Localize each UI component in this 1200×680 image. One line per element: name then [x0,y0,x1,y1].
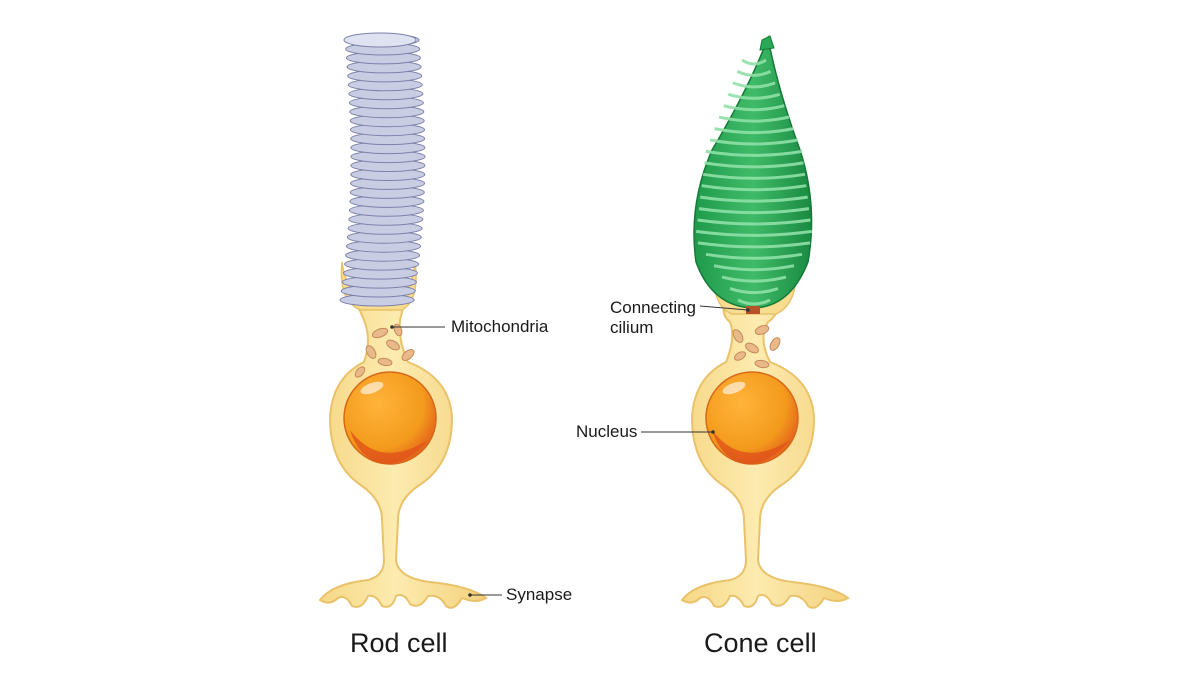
cone-disc [713,264,795,272]
cone-disc [714,127,794,135]
cone-disc [704,161,804,169]
cone-disc [701,184,807,192]
cone-disc [697,241,811,249]
cone-disc [729,287,779,295]
rod-nucleus [343,371,437,465]
cone-disc [721,275,787,283]
cone-disc [695,229,813,237]
cone-disc [736,70,772,77]
cone-disc [718,115,790,123]
rod-mitochondria [354,323,415,378]
cone-cell-caption: Cone cell [704,628,817,658]
cone-disc [705,252,803,260]
cone-connecting-cilium [746,306,760,314]
nucleus-label: Nucleus [576,422,638,441]
cone-disc [732,81,776,89]
cone-nucleus [705,371,799,465]
rod-cell [318,32,488,609]
cone-disc [702,172,806,180]
connecting-cilium-label-line2: cilium [610,318,654,337]
rod-disc-top [343,32,417,48]
cone-mitochondria [732,325,781,369]
leader-lines [390,305,750,597]
connecting-cilium-label-line1: Connecting [610,298,697,317]
cone-disc [700,195,808,203]
connecting-cilium-leader [699,305,749,311]
cone-cell [680,35,850,609]
cone-disc [705,149,803,157]
cone-outer-segment [693,35,813,309]
cone-disc [709,138,799,146]
cone-disc [741,58,767,66]
mitochondria-label: Mitochondria [451,317,549,336]
cone-disc [727,92,781,100]
cone-disc [737,298,771,306]
cone-disc [723,104,785,112]
cone-disc [698,207,810,215]
synapse-label: Synapse [506,585,573,604]
rod-outer-segment [339,32,426,307]
rod-cell-caption: Rod cell [350,628,448,658]
cone-disc [697,218,811,226]
